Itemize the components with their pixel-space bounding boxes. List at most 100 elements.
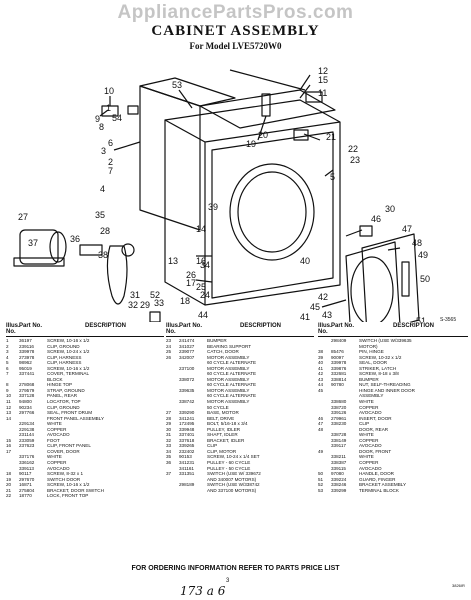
parts-row: 50 CYCLE <box>166 405 314 411</box>
callout-number: 54 <box>112 113 122 123</box>
part-description: CLIP <box>207 443 218 449</box>
callout-number: 30 <box>385 204 395 214</box>
part-number: 279961 <box>331 415 347 421</box>
callout-number: 25 <box>196 282 206 292</box>
parts-row: 60 CYCLE ALTERNATE <box>166 393 314 399</box>
part-illus-no: 18 <box>6 471 12 477</box>
part-description: DOOR, REAR <box>359 426 389 432</box>
part-description: LOCK, FRONT TOP <box>47 493 89 499</box>
part-description: SCREW, 10-16 x 1/2 <box>47 365 90 371</box>
part-description: PULLEY - 60 CYCLE <box>207 460 251 466</box>
part-number: 239116 <box>19 343 34 349</box>
part-description: CLIP, FRONT PANEL <box>47 443 91 449</box>
part-description: MOTOR ASSEMBLY <box>207 376 250 382</box>
part-number: 36197 <box>19 338 32 343</box>
page-number: 3 <box>226 578 230 584</box>
part-description: ASSEMBLY <box>359 393 384 399</box>
page-title: CABINET ASSEMBLY <box>151 23 320 39</box>
part-description: WHITE <box>359 432 374 438</box>
callout-number: 1 <box>106 103 111 113</box>
part-number: 18770 <box>19 493 32 499</box>
part-number: 338230 <box>331 421 347 427</box>
callout-number: 2 <box>108 157 113 167</box>
part-illus-no: 51 <box>318 476 324 482</box>
callout-number: 51 <box>416 316 426 322</box>
callout-number: 14 <box>196 224 206 234</box>
part-number: 338728 <box>331 432 347 438</box>
callout-number: 36 <box>70 234 80 244</box>
callout-number: 21 <box>326 132 336 142</box>
part-number: 338742 <box>179 399 195 405</box>
part-description: AVOCADO <box>359 410 382 416</box>
callout-number: 35 <box>95 210 105 220</box>
part-number: 239077 <box>179 349 195 355</box>
part-illus-no: 33 <box>166 443 172 449</box>
part-illus-no <box>166 488 179 494</box>
callout-number: 26 <box>186 270 196 280</box>
part-description: COVER, TERMINAL <box>47 371 90 377</box>
part-number: 98962 <box>19 360 32 366</box>
part-number: 341161 <box>179 465 194 471</box>
callout-number: 38 <box>98 250 108 260</box>
part-illus-no: 36 <box>166 460 172 466</box>
part-description: HINGE AND INNER DOOR <box>359 387 415 393</box>
parts-row: AND 340007 MOTORS) <box>166 477 314 483</box>
part-number: 297670 <box>19 476 35 482</box>
part-number: 336162 <box>19 460 35 466</box>
part-number: 241474 <box>179 338 195 343</box>
part-description: CLIP <box>359 421 370 427</box>
part-description: AVOCADO <box>47 432 70 438</box>
part-number: 90153 <box>179 454 192 460</box>
part-number: 233059 <box>19 437 35 443</box>
part-description: CLIP, GROUND <box>47 404 80 410</box>
part-illus-no: 5 <box>6 360 9 366</box>
callout-number: 47 <box>402 224 412 234</box>
part-number: 339290 <box>179 410 195 416</box>
part-description: WHITE <box>359 399 374 405</box>
callout-number: 46 <box>371 214 381 224</box>
callout-number: 37 <box>28 238 38 248</box>
part-description: 50 CYCLE <box>207 404 229 410</box>
part-description: STRAP, GROUND <box>47 387 85 393</box>
belt-shape <box>106 245 128 305</box>
part-number: 341231 <box>179 460 195 466</box>
part-number: 339299 <box>331 487 347 493</box>
callout-number: 32 <box>128 300 138 310</box>
part-description: TERMINAL BLOCK <box>359 487 399 493</box>
part-description: MOTOR ASSEMBLY <box>207 387 250 393</box>
part-number: 278068 <box>19 382 35 388</box>
part-number: 97080 <box>331 471 344 477</box>
part-description: BRACKET, IDLER <box>207 437 245 443</box>
callout-number: 31 <box>130 290 140 300</box>
part-number: 231144 <box>19 432 34 438</box>
part-illus-no: 46 <box>318 415 324 421</box>
part-description: BASE, MOTOR <box>207 410 239 416</box>
callout-number: 27 <box>18 212 28 222</box>
part-description: PANEL, REAR <box>47 393 78 399</box>
callout-number: 48 <box>412 238 422 248</box>
part-description: COPPER <box>47 426 67 432</box>
part-number: 94800 <box>19 399 32 405</box>
part-description: SCREW, 10-16 x 1/2 <box>47 338 90 343</box>
callout-number: 29 <box>140 300 150 310</box>
callout-number: 41 <box>300 312 310 322</box>
part-illus-no: 8 <box>6 382 9 388</box>
